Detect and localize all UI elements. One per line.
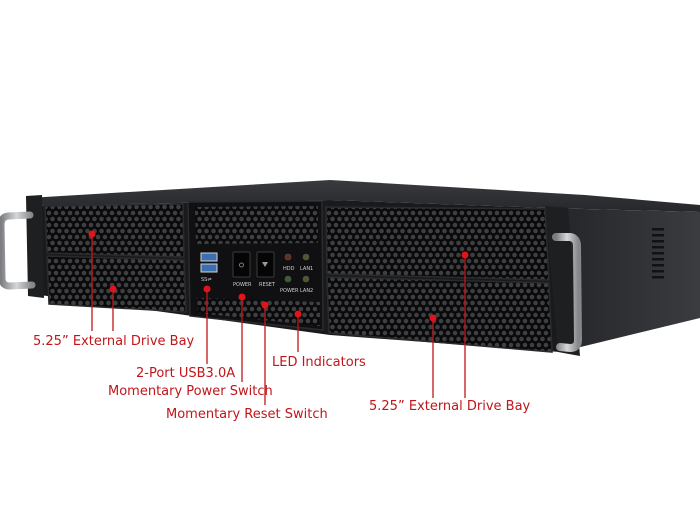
reset-switch-marker — [261, 301, 269, 309]
power-label: POWER — [233, 282, 252, 288]
reset-label: RESET — [259, 282, 276, 288]
power-led-label: POWER — [280, 288, 299, 294]
callout-left-drive-bay: 5.25” External Drive Bay — [33, 334, 195, 349]
lan1-led — [302, 253, 310, 261]
left-bay-lower-marker — [109, 285, 117, 293]
power-switch-marker — [238, 293, 246, 301]
right-upper-drive-bay — [325, 206, 550, 281]
usb-port-2 — [200, 263, 218, 273]
led-marker — [294, 310, 302, 318]
left-lower-drive-bay — [46, 255, 187, 313]
right-bay-lower-marker — [429, 314, 437, 322]
callout-led-indicators: LED Indicators — [272, 355, 366, 370]
chassis-side — [548, 208, 700, 352]
left-upper-drive-bay — [44, 203, 185, 258]
power-switch-dot — [239, 262, 244, 268]
left-handle — [0, 211, 36, 290]
callout-usb: 2-Port USB3.0A — [136, 366, 236, 381]
power-switch — [232, 251, 251, 278]
center-top-vent — [195, 206, 318, 244]
right-bay-upper-marker — [461, 251, 469, 259]
callout-right-drive-bay: 5.25” External Drive Bay — [369, 399, 531, 414]
callout-reset-switch: Momentary Reset Switch — [166, 407, 328, 422]
lan2-led-label: LAN2 — [300, 288, 313, 294]
hdd-led — [284, 253, 292, 261]
callout-power-switch: Momentary Power Switch — [108, 384, 273, 399]
right-handle — [552, 233, 583, 353]
right-rack-ear — [545, 206, 580, 356]
power-led — [284, 275, 292, 283]
left-bay-upper-marker — [88, 230, 96, 238]
callout-leaders — [88, 230, 469, 405]
lan2-led — [302, 275, 310, 283]
center-bottom-vent — [197, 298, 320, 326]
left-rack-ear — [26, 195, 44, 298]
usb-logo: SS⇌ — [201, 277, 212, 283]
usb-port-1 — [200, 252, 218, 262]
lan1-led-label: LAN1 — [300, 266, 313, 272]
reset-switch-triangle — [262, 262, 268, 267]
chassis-top — [28, 180, 700, 212]
side-vent — [652, 228, 664, 279]
right-lower-drive-bay — [326, 276, 553, 353]
hdd-led-label: HDD — [283, 266, 295, 272]
usb-marker — [203, 285, 211, 293]
